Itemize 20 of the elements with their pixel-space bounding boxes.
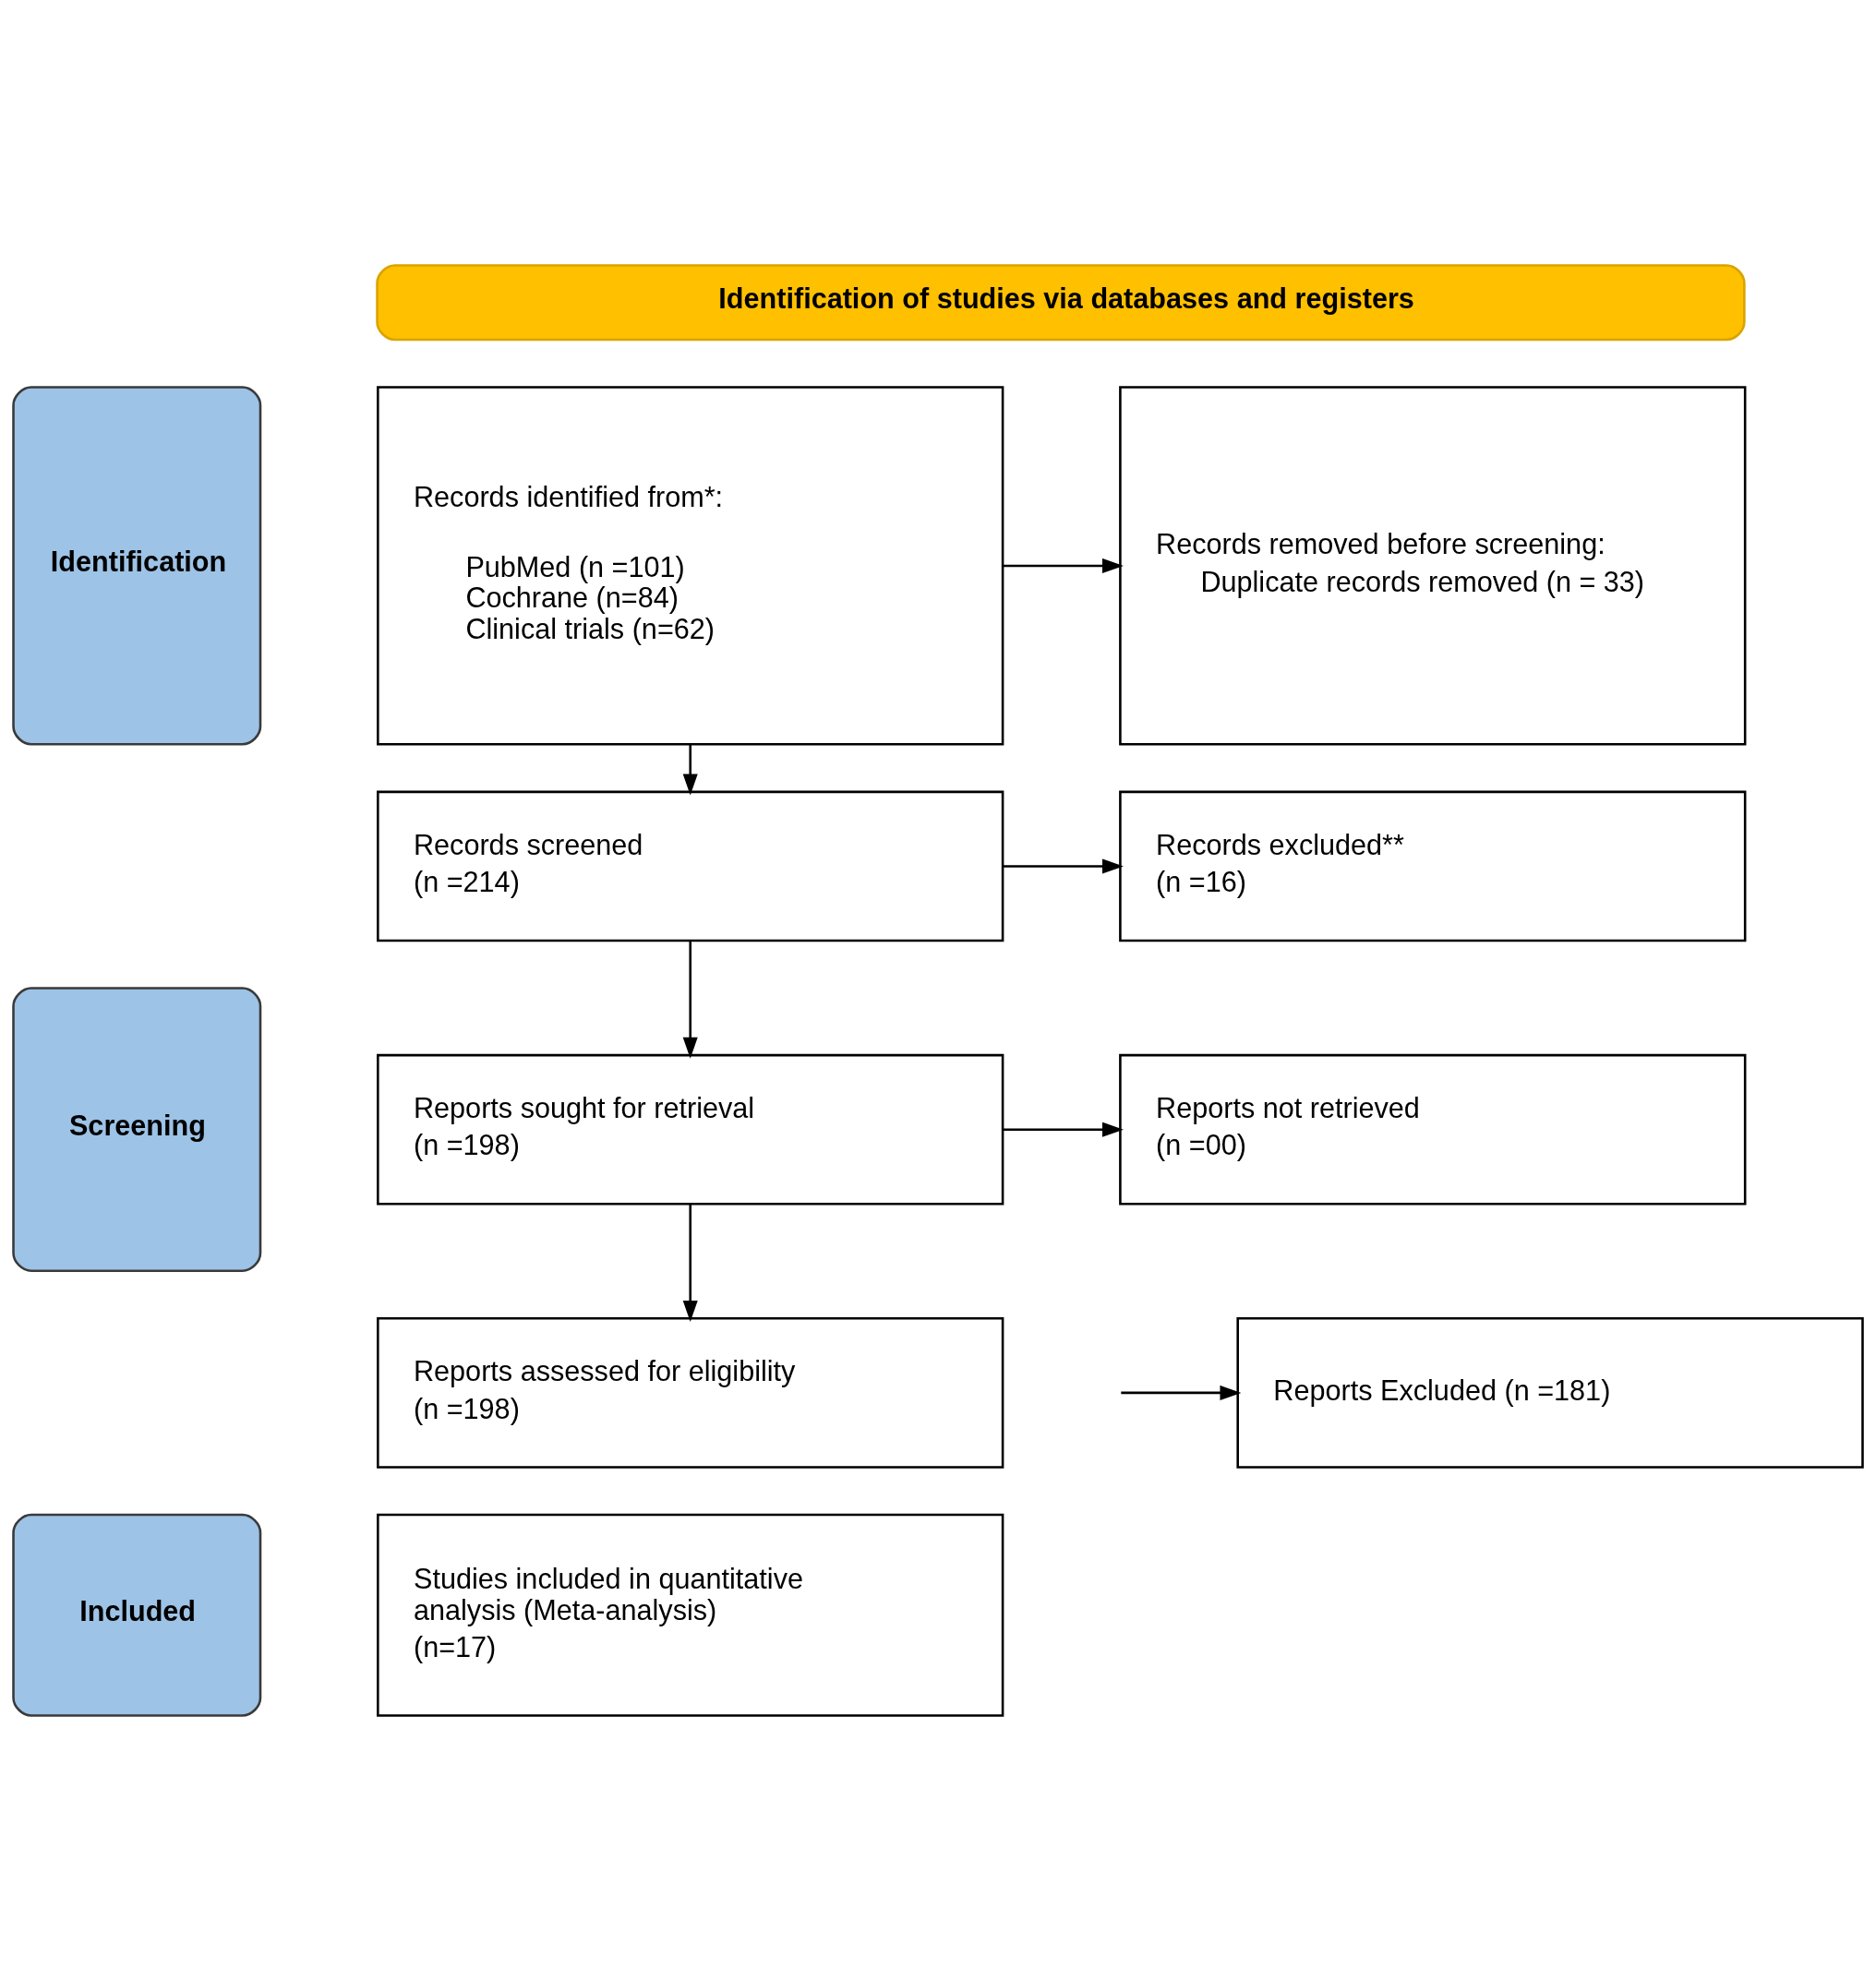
arrow	[1121, 1385, 1242, 1400]
arrow	[1003, 558, 1124, 573]
node-box: Records screened (n =214)	[377, 790, 1004, 942]
arrow	[1003, 1122, 1124, 1137]
node-box: Records identified from*: PubMed (n =101) Cochrane (n=84) Clinical trials (n=62)	[377, 385, 1004, 746]
arrow	[1003, 858, 1124, 873]
node-box: Included	[12, 1513, 262, 1717]
node-box: Screening	[12, 986, 262, 1272]
node-box: Records removed before screening: Duplicate records removed (n = 33)	[1119, 385, 1747, 746]
node-box: Identification of studies via databases and registers	[376, 263, 1746, 341]
node-box: Reports assessed for eligibility (n =198)	[377, 1316, 1004, 1469]
node-box: Records excluded** (n =16)	[1119, 790, 1747, 942]
arrow	[682, 1204, 698, 1322]
node-box: Identification	[12, 385, 262, 746]
arrow	[682, 744, 698, 795]
node-box: Reports sought for retrieval (n =198)	[377, 1053, 1004, 1205]
node-box: Studies included in quantitative analysis (Meta-analysis) (n=17)	[377, 1513, 1004, 1717]
node-box: Reports Excluded (n =181)	[1236, 1316, 1864, 1469]
arrow	[682, 940, 698, 1059]
node-box: Reports not retrieved (n =00)	[1119, 1053, 1747, 1205]
